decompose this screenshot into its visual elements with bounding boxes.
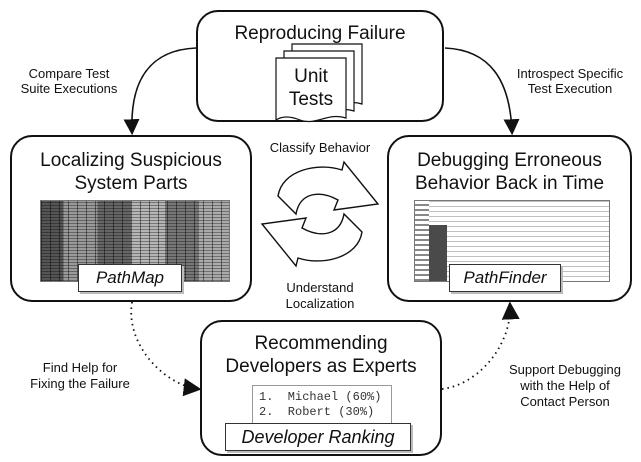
debugging-title-line1: Debugging Erroneous — [417, 150, 602, 171]
unit-tests-label-line1: Unit — [294, 66, 328, 87]
find-help-label-line2: Fixing the Failure — [30, 376, 130, 391]
arrow-support — [441, 301, 520, 390]
pathmap-tool-label: PathMap — [78, 264, 182, 292]
reproducing-failure-title: Reproducing Failure — [234, 23, 406, 44]
localizing-title-line2: System Parts — [74, 173, 188, 194]
unit-tests-document-icon — [275, 43, 363, 122]
pathfinder-tool-label: PathFinder — [449, 264, 561, 292]
recommending-title-line2: Developers as Experts — [225, 356, 417, 377]
pathfinder-screenshot — [414, 200, 610, 282]
introspect-label-line2: Test Execution — [527, 81, 613, 96]
compare-label-line1: Compare Test — [28, 66, 110, 81]
ranking-entry-1: 1. Michael (60%) — [259, 390, 382, 404]
introspect-label-line1: Introspect Specific — [516, 66, 624, 81]
arrow-find-help — [130, 301, 202, 397]
localizing-title-line1: Localizing Suspicious — [40, 150, 222, 171]
support-label-line2: with the Help of — [520, 378, 610, 393]
unit-tests-label-line2: Tests — [288, 89, 334, 110]
debugging-title-line2: Behavior Back in Time — [414, 173, 605, 194]
understand-label-line1: Understand — [286, 280, 354, 295]
recommending-title-line1: Recommending — [254, 333, 388, 354]
ranking-entry-2: 2. Robert (30%) — [259, 405, 375, 419]
classify-label: Classify Behavior — [269, 140, 371, 155]
arrow-compare — [123, 47, 197, 136]
arrow-introspect — [444, 47, 520, 136]
understand-label-line2: Localization — [285, 296, 355, 311]
find-help-label-line1: Find Help for — [42, 360, 118, 375]
cycle-icon — [260, 160, 380, 268]
support-label-line3: Contact Person — [520, 394, 610, 409]
compare-label-line2: Suite Executions — [20, 81, 118, 96]
support-label-line1: Support Debugging — [508, 362, 622, 377]
developer-ranking-tool-label: Developer Ranking — [225, 423, 411, 451]
developer-ranking-list: 1. Michael (60%) 2. Robert (30%) — [252, 385, 392, 425]
